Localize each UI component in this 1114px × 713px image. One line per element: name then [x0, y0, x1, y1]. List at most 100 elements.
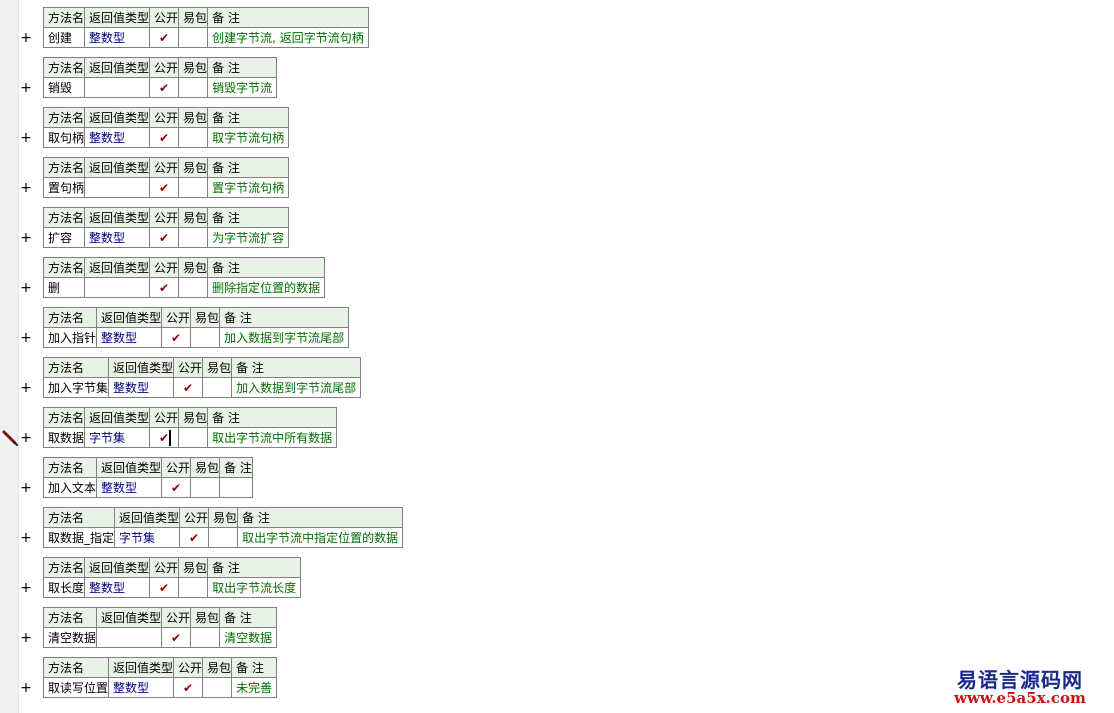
method-name-cell[interactable]: 取数据_指定	[42, 527, 116, 548]
expand-button[interactable]: +	[20, 480, 32, 496]
method-name-cell[interactable]: 清空数据	[42, 627, 98, 648]
note-cell[interactable]: 置字节流句柄	[207, 177, 290, 198]
note-cell[interactable]: 销毁字节流	[207, 77, 278, 98]
return-type-cell[interactable]: 字节集	[114, 527, 181, 548]
header-method-name: 方法名	[42, 457, 98, 478]
expand-button[interactable]: +	[20, 430, 32, 446]
expand-button[interactable]: +	[20, 630, 32, 646]
method-name-cell[interactable]: 置句柄	[42, 177, 86, 198]
header-easy-pack: 易包	[178, 207, 209, 228]
return-type-cell[interactable]: 整数型	[108, 377, 175, 398]
return-type-cell[interactable]: 整数型	[84, 577, 151, 598]
easy-pack-cell[interactable]	[178, 177, 209, 198]
expand-button[interactable]: +	[20, 330, 32, 346]
expand-button[interactable]: +	[20, 180, 32, 196]
method-name-cell[interactable]: 加入指针	[42, 327, 98, 348]
public-check-cell[interactable]: ✔	[149, 177, 180, 198]
public-check-cell[interactable]: ✔	[161, 477, 192, 498]
expand-button[interactable]: +	[20, 530, 32, 546]
note-cell[interactable]: 清空数据	[219, 627, 278, 648]
method-name-cell[interactable]: 销毁	[42, 77, 86, 98]
note-cell[interactable]: 取出字节流中所有数据	[207, 427, 338, 448]
return-type-cell[interactable]	[84, 277, 151, 298]
return-type-cell[interactable]: 整数型	[84, 127, 151, 148]
easy-pack-cell[interactable]	[202, 677, 233, 698]
expand-button[interactable]: +	[20, 280, 32, 296]
method-name-cell[interactable]: 创建	[42, 27, 86, 48]
public-check-cell[interactable]: ✔	[161, 627, 192, 648]
easy-pack-cell[interactable]	[178, 77, 209, 98]
easy-pack-cell[interactable]	[178, 227, 209, 248]
check-icon: ✔	[159, 80, 170, 95]
check-icon: ✔	[171, 480, 182, 495]
public-check-cell[interactable]: ✔	[179, 527, 210, 548]
public-check-cell[interactable]: ✔	[149, 577, 180, 598]
easy-pack-cell[interactable]	[178, 427, 209, 448]
return-type-cell[interactable]: 字节集	[84, 427, 151, 448]
note-cell[interactable]: 取字节流句柄	[207, 127, 290, 148]
return-type-cell[interactable]: 整数型	[108, 677, 175, 698]
public-check-cell[interactable]: ✔	[149, 277, 180, 298]
expand-button[interactable]: +	[20, 230, 32, 246]
header-easy-pack: 易包	[178, 107, 209, 128]
method-name-cell[interactable]: 删	[42, 277, 86, 298]
expand-button[interactable]: +	[20, 30, 32, 46]
easy-pack-cell[interactable]	[190, 477, 221, 498]
easy-pack-cell[interactable]	[208, 527, 239, 548]
check-icon: ✔	[159, 30, 170, 45]
return-type-cell[interactable]: 整数型	[84, 27, 151, 48]
public-check-cell[interactable]: ✔	[149, 27, 180, 48]
note-cell[interactable]: 加入数据到字节流尾部	[219, 327, 350, 348]
note-cell[interactable]: 加入数据到字节流尾部	[231, 377, 362, 398]
return-type-cell[interactable]	[96, 627, 163, 648]
return-type-cell[interactable]	[84, 77, 151, 98]
method-name-cell[interactable]: 取句柄	[42, 127, 86, 148]
public-check-cell[interactable]: ✔	[149, 427, 180, 448]
method-name-cell[interactable]: 扩容	[42, 227, 86, 248]
method-table: 方法名返回值类型公开易包备 注清空数据✔清空数据	[42, 607, 278, 648]
method-name-cell[interactable]: 取长度	[42, 577, 86, 598]
expand-button[interactable]: +	[20, 580, 32, 596]
header-method-name: 方法名	[42, 157, 86, 178]
table-row: 取句柄整数型✔ 取字节流句柄	[42, 127, 290, 148]
check-icon: ✔	[159, 280, 170, 295]
expand-button[interactable]: +	[20, 380, 32, 396]
easy-pack-cell[interactable]	[190, 627, 221, 648]
public-check-cell[interactable]: ✔	[173, 377, 204, 398]
public-check-cell[interactable]: ✔	[149, 227, 180, 248]
easy-pack-cell[interactable]	[178, 27, 209, 48]
expand-button[interactable]: +	[20, 130, 32, 146]
method-name-cell[interactable]: 加入文本	[42, 477, 98, 498]
note-cell[interactable]: 取出字节流中指定位置的数据	[237, 527, 404, 548]
method-name-cell[interactable]: 加入字节集	[42, 377, 110, 398]
return-type-cell[interactable]: 整数型	[96, 477, 163, 498]
note-cell[interactable]	[219, 477, 253, 498]
public-check-cell[interactable]: ✔	[149, 77, 180, 98]
note-cell[interactable]: 为字节流扩容	[207, 227, 290, 248]
note-cell[interactable]: 删除指定位置的数据	[207, 277, 326, 298]
public-check-cell[interactable]: ✔	[173, 677, 204, 698]
easy-pack-cell[interactable]	[178, 577, 209, 598]
easy-pack-cell[interactable]	[202, 377, 233, 398]
public-check-cell[interactable]: ✔	[161, 327, 192, 348]
easy-pack-cell[interactable]	[178, 127, 209, 148]
note-cell[interactable]: 取出字节流长度	[207, 577, 302, 598]
note-cell[interactable]: 创建字节流, 返回字节流句柄	[207, 27, 369, 48]
return-type-cell[interactable]	[84, 177, 151, 198]
method-name-cell[interactable]: 取数据	[42, 427, 86, 448]
easy-pack-cell[interactable]	[190, 327, 221, 348]
method-table: 方法名返回值类型公开易包备 注创建整数型✔创建字节流, 返回字节流句柄	[42, 7, 369, 48]
header-method-name: 方法名	[42, 357, 110, 378]
header-public: 公开	[161, 307, 192, 328]
expand-button[interactable]: +	[20, 80, 32, 96]
expand-button[interactable]: +	[20, 680, 32, 696]
note-cell[interactable]: 未完善	[231, 677, 278, 698]
header-return-type: 返回值类型	[84, 557, 151, 578]
public-check-cell[interactable]: ✔	[149, 127, 180, 148]
return-type-cell[interactable]: 整数型	[84, 227, 151, 248]
table-row: 加入文本整数型 ✔	[42, 477, 253, 498]
method-name-cell[interactable]: 取读写位置	[42, 677, 110, 698]
easy-pack-cell[interactable]	[178, 277, 209, 298]
header-note: 备 注	[207, 157, 290, 178]
return-type-cell[interactable]: 整数型	[96, 327, 163, 348]
